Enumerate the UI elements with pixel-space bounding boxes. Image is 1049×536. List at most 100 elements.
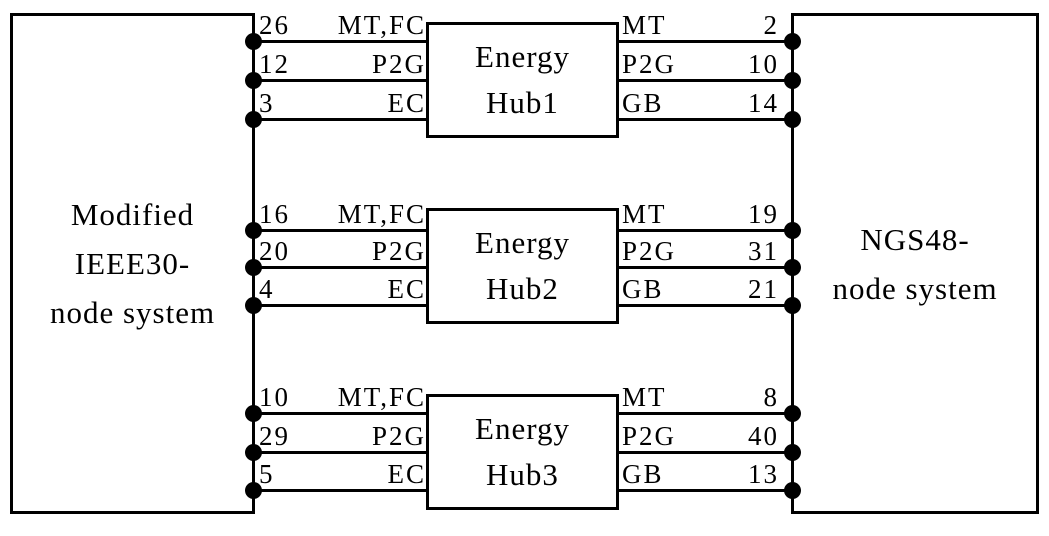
connection-node-dot bbox=[784, 221, 801, 239]
hub1-left-line-3 bbox=[252, 117, 428, 121]
hub1-title-line-1: Energy bbox=[475, 39, 570, 74]
hub1-right-label-1: MT 2 bbox=[622, 10, 779, 40]
node-number-label: 21 bbox=[748, 274, 779, 304]
connection-node-dot bbox=[784, 481, 801, 499]
connection-node-dot bbox=[784, 71, 801, 89]
hub3-left-line-1 bbox=[252, 411, 428, 415]
connection-node-dot bbox=[245, 481, 262, 499]
device-type-label: P2G bbox=[622, 421, 677, 451]
node-number-label: 5 bbox=[259, 459, 275, 489]
hub3-left-label-1: 10 MT,FC bbox=[259, 382, 426, 412]
node-number-label: 2 bbox=[763, 10, 779, 40]
hub2-right-label-2: P2G 31 bbox=[622, 236, 779, 266]
hub2-title-line-1: Energy bbox=[475, 225, 570, 260]
left-system-label-line-1: Modified bbox=[70, 197, 195, 232]
node-number-label: 26 bbox=[259, 10, 290, 40]
device-type-label: GB bbox=[622, 459, 664, 489]
hub2-right-line-2 bbox=[617, 265, 794, 269]
device-type-label: P2G bbox=[622, 236, 677, 266]
hub3-right-line-1 bbox=[617, 411, 794, 415]
device-type-label: EC bbox=[387, 88, 426, 118]
node-number-label: 40 bbox=[748, 421, 779, 451]
energy-hub1-box: Energy Hub1 bbox=[426, 22, 619, 138]
hub1-right-label-3: GB 14 bbox=[622, 88, 779, 118]
connection-node-dot bbox=[245, 221, 262, 239]
left-system-label-line-3: node system bbox=[49, 295, 216, 330]
node-number-label: 29 bbox=[259, 421, 290, 451]
hub2-left-line-3 bbox=[252, 303, 428, 307]
hub3-left-line-3 bbox=[252, 488, 428, 492]
connection-node-dot bbox=[245, 110, 262, 128]
hub1-right-line-1 bbox=[617, 39, 794, 43]
hub2-left-line-1 bbox=[252, 228, 428, 232]
connection-node-dot bbox=[245, 296, 262, 314]
hub1-title-line-2: Hub1 bbox=[486, 85, 559, 120]
device-type-label: MT,FC bbox=[337, 382, 426, 412]
device-type-label: EC bbox=[387, 274, 426, 304]
hub1-right-label-2: P2G 10 bbox=[622, 49, 779, 79]
hub3-left-label-2: 29 P2G bbox=[259, 421, 426, 451]
hub1-right-line-3 bbox=[617, 117, 794, 121]
hub2-left-label-1: 16 MT,FC bbox=[259, 199, 426, 229]
hub2-right-label-3: GB 21 bbox=[622, 274, 779, 304]
node-number-label: 3 bbox=[259, 88, 275, 118]
hub3-right-label-3: GB 13 bbox=[622, 459, 779, 489]
hub2-title-line-2: Hub2 bbox=[486, 271, 559, 306]
hub1-left-label-3: 3 EC bbox=[259, 88, 426, 118]
device-type-label: P2G bbox=[371, 236, 426, 266]
hub1-right-line-2 bbox=[617, 78, 794, 82]
energy-hub3-box: Energy Hub3 bbox=[426, 394, 619, 510]
hub2-left-label-2: 20 P2G bbox=[259, 236, 426, 266]
hub3-title-line-1: Energy bbox=[475, 411, 570, 446]
hub3-right-line-3 bbox=[617, 488, 794, 492]
node-number-label: 31 bbox=[748, 236, 779, 266]
device-type-label: MT bbox=[622, 199, 667, 229]
device-type-label: MT bbox=[622, 382, 667, 412]
node-number-label: 14 bbox=[748, 88, 779, 118]
hub1-left-label-1: 26 MT,FC bbox=[259, 10, 426, 40]
hub2-left-label-3: 4 EC bbox=[259, 274, 426, 304]
node-number-label: 19 bbox=[748, 199, 779, 229]
node-number-label: 16 bbox=[259, 199, 290, 229]
connection-node-dot bbox=[784, 32, 801, 50]
connection-node-dot bbox=[245, 404, 262, 422]
left-system-box: Modified IEEE30- node system bbox=[10, 13, 255, 514]
hub1-left-line-1 bbox=[252, 39, 428, 43]
connection-node-dot bbox=[784, 258, 801, 276]
hub3-left-line-2 bbox=[252, 450, 428, 454]
device-type-label: GB bbox=[622, 88, 664, 118]
hub2-left-line-2 bbox=[252, 265, 428, 269]
device-type-label: MT,FC bbox=[337, 199, 426, 229]
hub1-left-line-2 bbox=[252, 78, 428, 82]
node-number-label: 10 bbox=[748, 49, 779, 79]
energy-hub2-box: Energy Hub2 bbox=[426, 208, 619, 324]
hub2-right-line-3 bbox=[617, 303, 794, 307]
node-number-label: 10 bbox=[259, 382, 290, 412]
hub3-right-label-2: P2G 40 bbox=[622, 421, 779, 451]
node-number-label: 13 bbox=[748, 459, 779, 489]
node-number-label: 20 bbox=[259, 236, 290, 266]
connection-node-dot bbox=[784, 110, 801, 128]
device-type-label: P2G bbox=[371, 421, 426, 451]
hub3-right-line-2 bbox=[617, 450, 794, 454]
left-system-label-line-2: IEEE30- bbox=[74, 246, 191, 281]
right-system-box: NGS48- node system bbox=[791, 13, 1039, 514]
node-number-label: 4 bbox=[259, 274, 275, 304]
node-number-label: 12 bbox=[259, 49, 290, 79]
hub2-right-label-1: MT 19 bbox=[622, 199, 779, 229]
hub1-left-label-2: 12 P2G bbox=[259, 49, 426, 79]
node-number-label: 8 bbox=[763, 382, 779, 412]
connection-node-dot bbox=[245, 32, 262, 50]
connection-node-dot bbox=[784, 296, 801, 314]
connection-node-dot bbox=[784, 443, 801, 461]
device-type-label: MT bbox=[622, 10, 667, 40]
device-type-label: EC bbox=[387, 459, 426, 489]
connection-node-dot bbox=[784, 404, 801, 422]
device-type-label: P2G bbox=[622, 49, 677, 79]
hub3-left-label-3: 5 EC bbox=[259, 459, 426, 489]
right-system-label-line-1: NGS48- bbox=[860, 221, 970, 257]
device-type-label: P2G bbox=[371, 49, 426, 79]
hub2-right-line-1 bbox=[617, 228, 794, 232]
connection-node-dot bbox=[245, 71, 262, 89]
